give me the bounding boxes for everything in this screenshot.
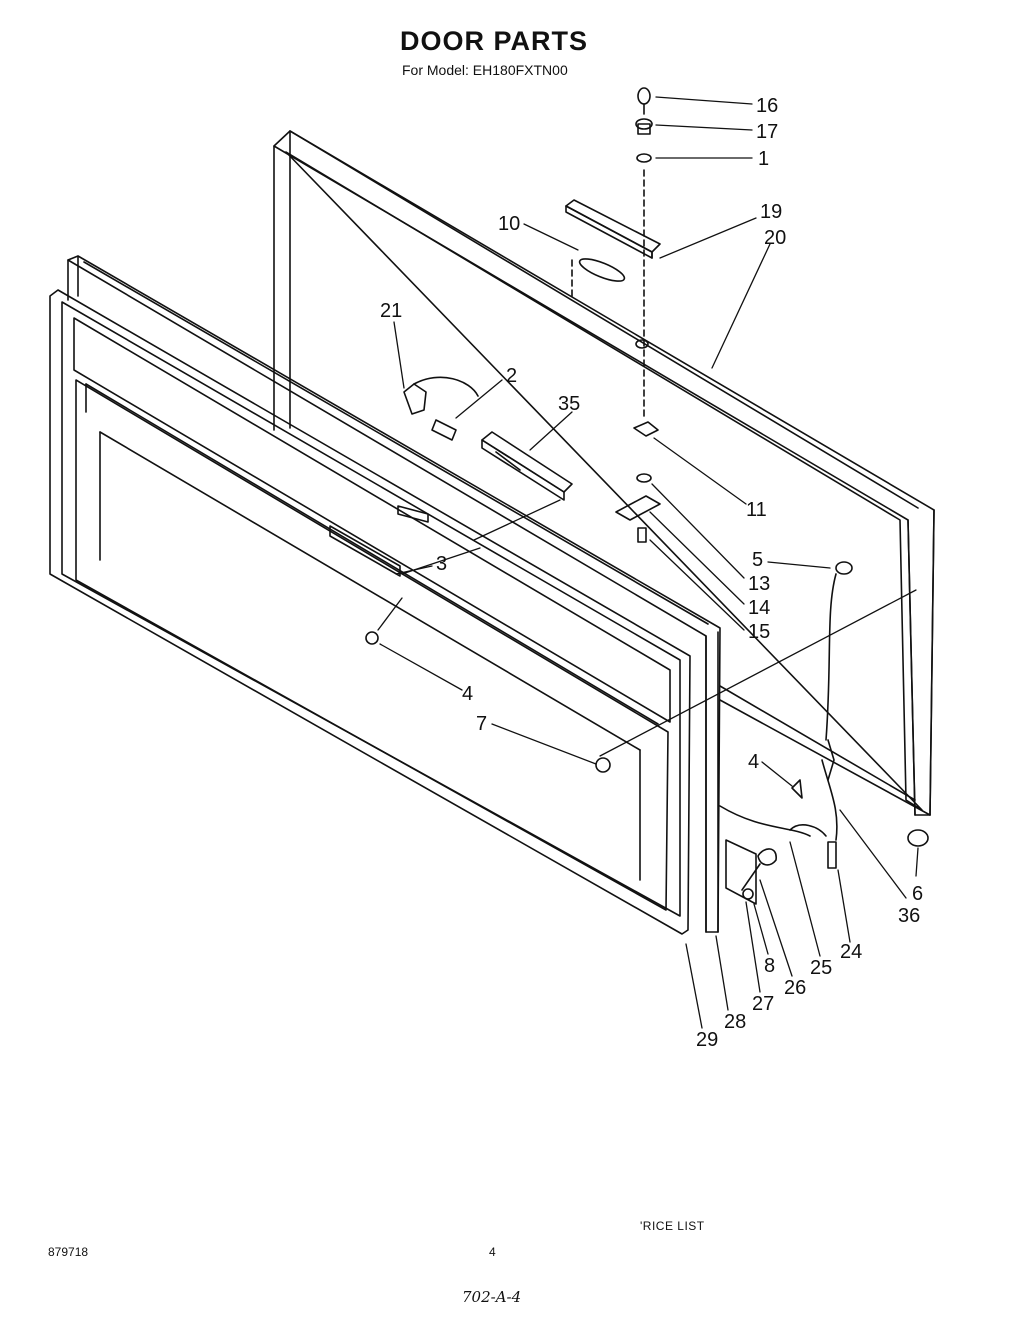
- callout-labels: 16 17 1 19 20 10 21 2 35 11 13 14 15 5 3…: [380, 95, 923, 1051]
- model-subtitle: For Model: EH180FXTN00: [402, 62, 568, 78]
- hinge-pin-assembly: [635, 87, 653, 421]
- callout-19: 19: [760, 201, 782, 223]
- callout-36: 36: [898, 905, 920, 927]
- handle-slot: [329, 505, 429, 577]
- callout-24: 24: [840, 941, 862, 963]
- callout-8: 8: [764, 955, 775, 977]
- hinge-bracket: [565, 199, 661, 349]
- light-assembly: [403, 376, 573, 501]
- callout-4-right: 4: [748, 751, 759, 773]
- document-number: 879718: [48, 1245, 89, 1259]
- callout-25: 25: [810, 957, 832, 979]
- callout-15: 15: [748, 621, 770, 643]
- price-list-label: 'RICE LIST: [640, 1219, 705, 1233]
- page-number: 4: [489, 1245, 496, 1259]
- callout-20: 20: [764, 227, 786, 249]
- leader-lines: [377, 96, 919, 1029]
- wiring-and-hardware: [365, 561, 929, 905]
- lower-hinge-parts: [615, 421, 661, 543]
- page-title: DOOR PARTS: [400, 26, 589, 56]
- callout-1: 1: [758, 148, 769, 170]
- callout-2: 2: [506, 365, 517, 387]
- callout-28: 28: [724, 1011, 746, 1033]
- callout-21: 21: [380, 300, 402, 322]
- handwritten-note: 702-A-4: [462, 1288, 522, 1306]
- callout-29: 29: [696, 1029, 718, 1051]
- callout-11: 11: [746, 499, 767, 521]
- callout-17: 17: [756, 121, 778, 143]
- outer-door-panel: [49, 289, 691, 935]
- inner-door-liner: [273, 130, 935, 816]
- callout-14: 14: [748, 597, 770, 619]
- callout-6: 6: [912, 883, 923, 905]
- callout-35: 35: [558, 393, 580, 415]
- callout-3: 3: [436, 553, 447, 575]
- callout-13: 13: [748, 573, 770, 595]
- callout-4-left: 4: [462, 683, 473, 705]
- callout-10: 10: [498, 213, 520, 235]
- callout-5: 5: [752, 549, 763, 571]
- callout-26: 26: [784, 977, 806, 999]
- callout-27: 27: [752, 993, 774, 1015]
- door-gasket: [67, 255, 721, 933]
- callout-7: 7: [476, 713, 487, 735]
- callout-16: 16: [756, 95, 778, 117]
